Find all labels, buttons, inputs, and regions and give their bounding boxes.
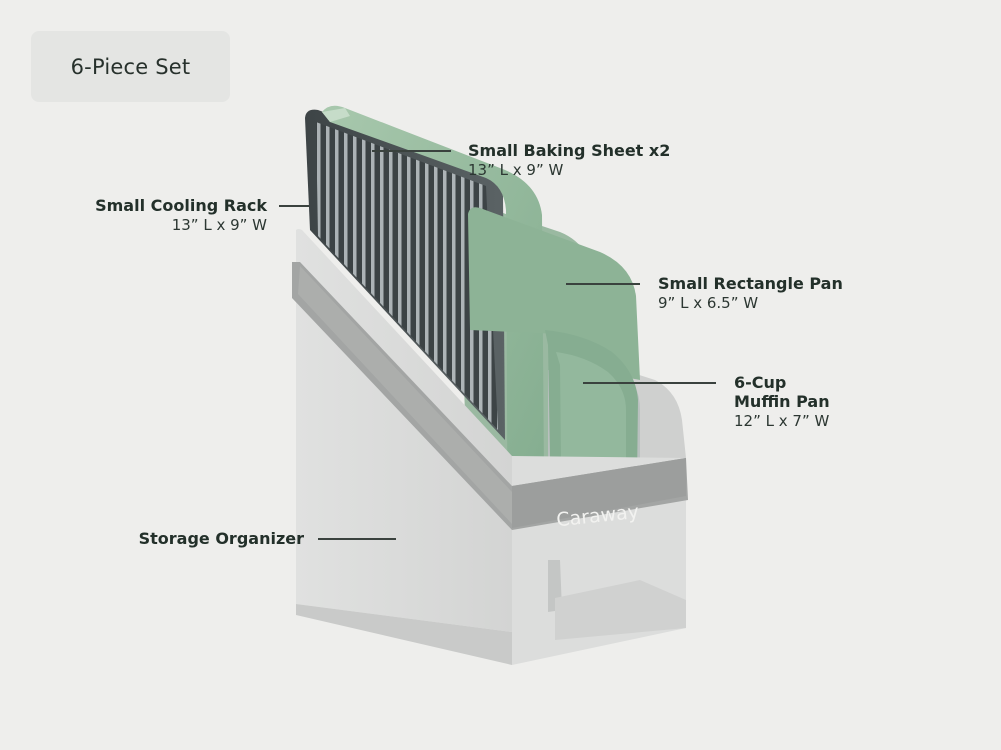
leader-line-muffin-pan	[583, 382, 716, 384]
rectangle-pan-dims: 9” L x 6.5” W	[658, 294, 759, 313]
leader-line-cooling-rack	[279, 205, 309, 207]
set-size-badge: 6-Piece Set	[31, 31, 230, 102]
rectangle-pan-name: Small Rectangle Pan	[658, 274, 843, 293]
muffin-pan-name-line2: Muffin Pan	[734, 392, 830, 412]
leader-line-organizer	[318, 538, 396, 540]
leader-line-rectangle-pan	[566, 283, 640, 285]
callout-organizer: Storage Organizer	[139, 529, 304, 548]
baking-sheet-name: Small Baking Sheet x2	[468, 141, 671, 160]
set-size-label: 6-Piece Set	[70, 54, 191, 79]
muffin-pan-dims: 12” L x 7” W	[734, 412, 830, 431]
organizer-name: Storage Organizer	[138, 529, 304, 548]
leader-line-baking-sheet	[372, 150, 451, 152]
muffin-pan-name-line1: 6-Cup	[734, 373, 787, 392]
baking-sheet-dims: 13” L x 9” W	[468, 161, 564, 180]
callout-baking-sheet: Small Baking Sheet x2 13” L x 9” W	[468, 141, 670, 179]
callout-muffin-pan: 6-Cup Muffin Pan 12” L x 7” W	[734, 373, 830, 430]
callout-rectangle-pan: Small Rectangle Pan 9” L x 6.5” W	[658, 274, 843, 312]
callout-cooling-rack: Small Cooling Rack 13” L x 9” W	[95, 196, 267, 234]
cooling-rack-name: Small Cooling Rack	[95, 196, 267, 215]
cooling-rack-dims: 13” L x 9” W	[171, 216, 267, 235]
